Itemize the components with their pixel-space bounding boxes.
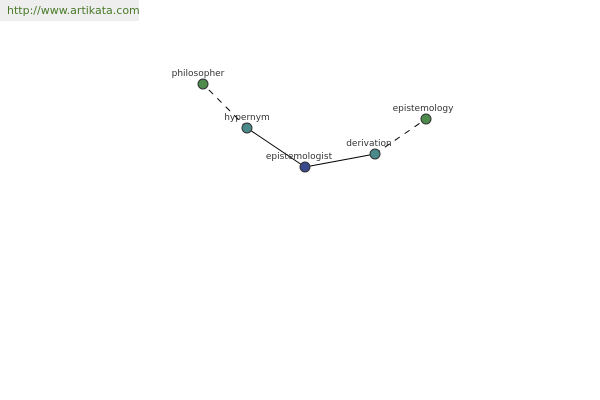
node-label-epistemology[interactable]: epistemology: [393, 104, 454, 114]
node-label-hypernym[interactable]: hypernym: [224, 113, 270, 123]
graph-node-epistemology[interactable]: epistemology: [393, 104, 454, 125]
node-label-epistemologist[interactable]: epistemologist: [266, 152, 333, 162]
edge-epistemologist-hypernym: [246, 127, 306, 168]
url-banner[interactable]: http://www.artikata.com: [0, 0, 140, 21]
node-label-derivation[interactable]: derivation: [346, 139, 392, 149]
edge-epistemologist-derivation: [304, 153, 376, 168]
relation-node-circle-icon[interactable]: [369, 148, 381, 160]
edge-derivation-epistemology: [374, 118, 427, 155]
graph-node-epistemologist[interactable]: epistemologist: [266, 152, 333, 173]
center-node-circle-icon[interactable]: [299, 161, 311, 173]
relation-node-circle-icon[interactable]: [241, 122, 253, 134]
edges-layer: [202, 83, 427, 168]
word-node-circle-icon[interactable]: [197, 78, 209, 90]
word-node-circle-icon[interactable]: [420, 113, 432, 125]
node-label-philosopher[interactable]: philosopher: [172, 69, 225, 79]
site-url-link[interactable]: http://www.artikata.com: [7, 4, 140, 17]
edge-hypernym-philosopher: [202, 83, 248, 129]
graph-node-derivation[interactable]: derivation: [346, 139, 392, 160]
graph-node-hypernym[interactable]: hypernym: [224, 113, 270, 134]
graph-node-philosopher[interactable]: philosopher: [172, 69, 225, 90]
nodes-layer: epistemologist hypernym philosopher derivat…: [172, 69, 454, 173]
